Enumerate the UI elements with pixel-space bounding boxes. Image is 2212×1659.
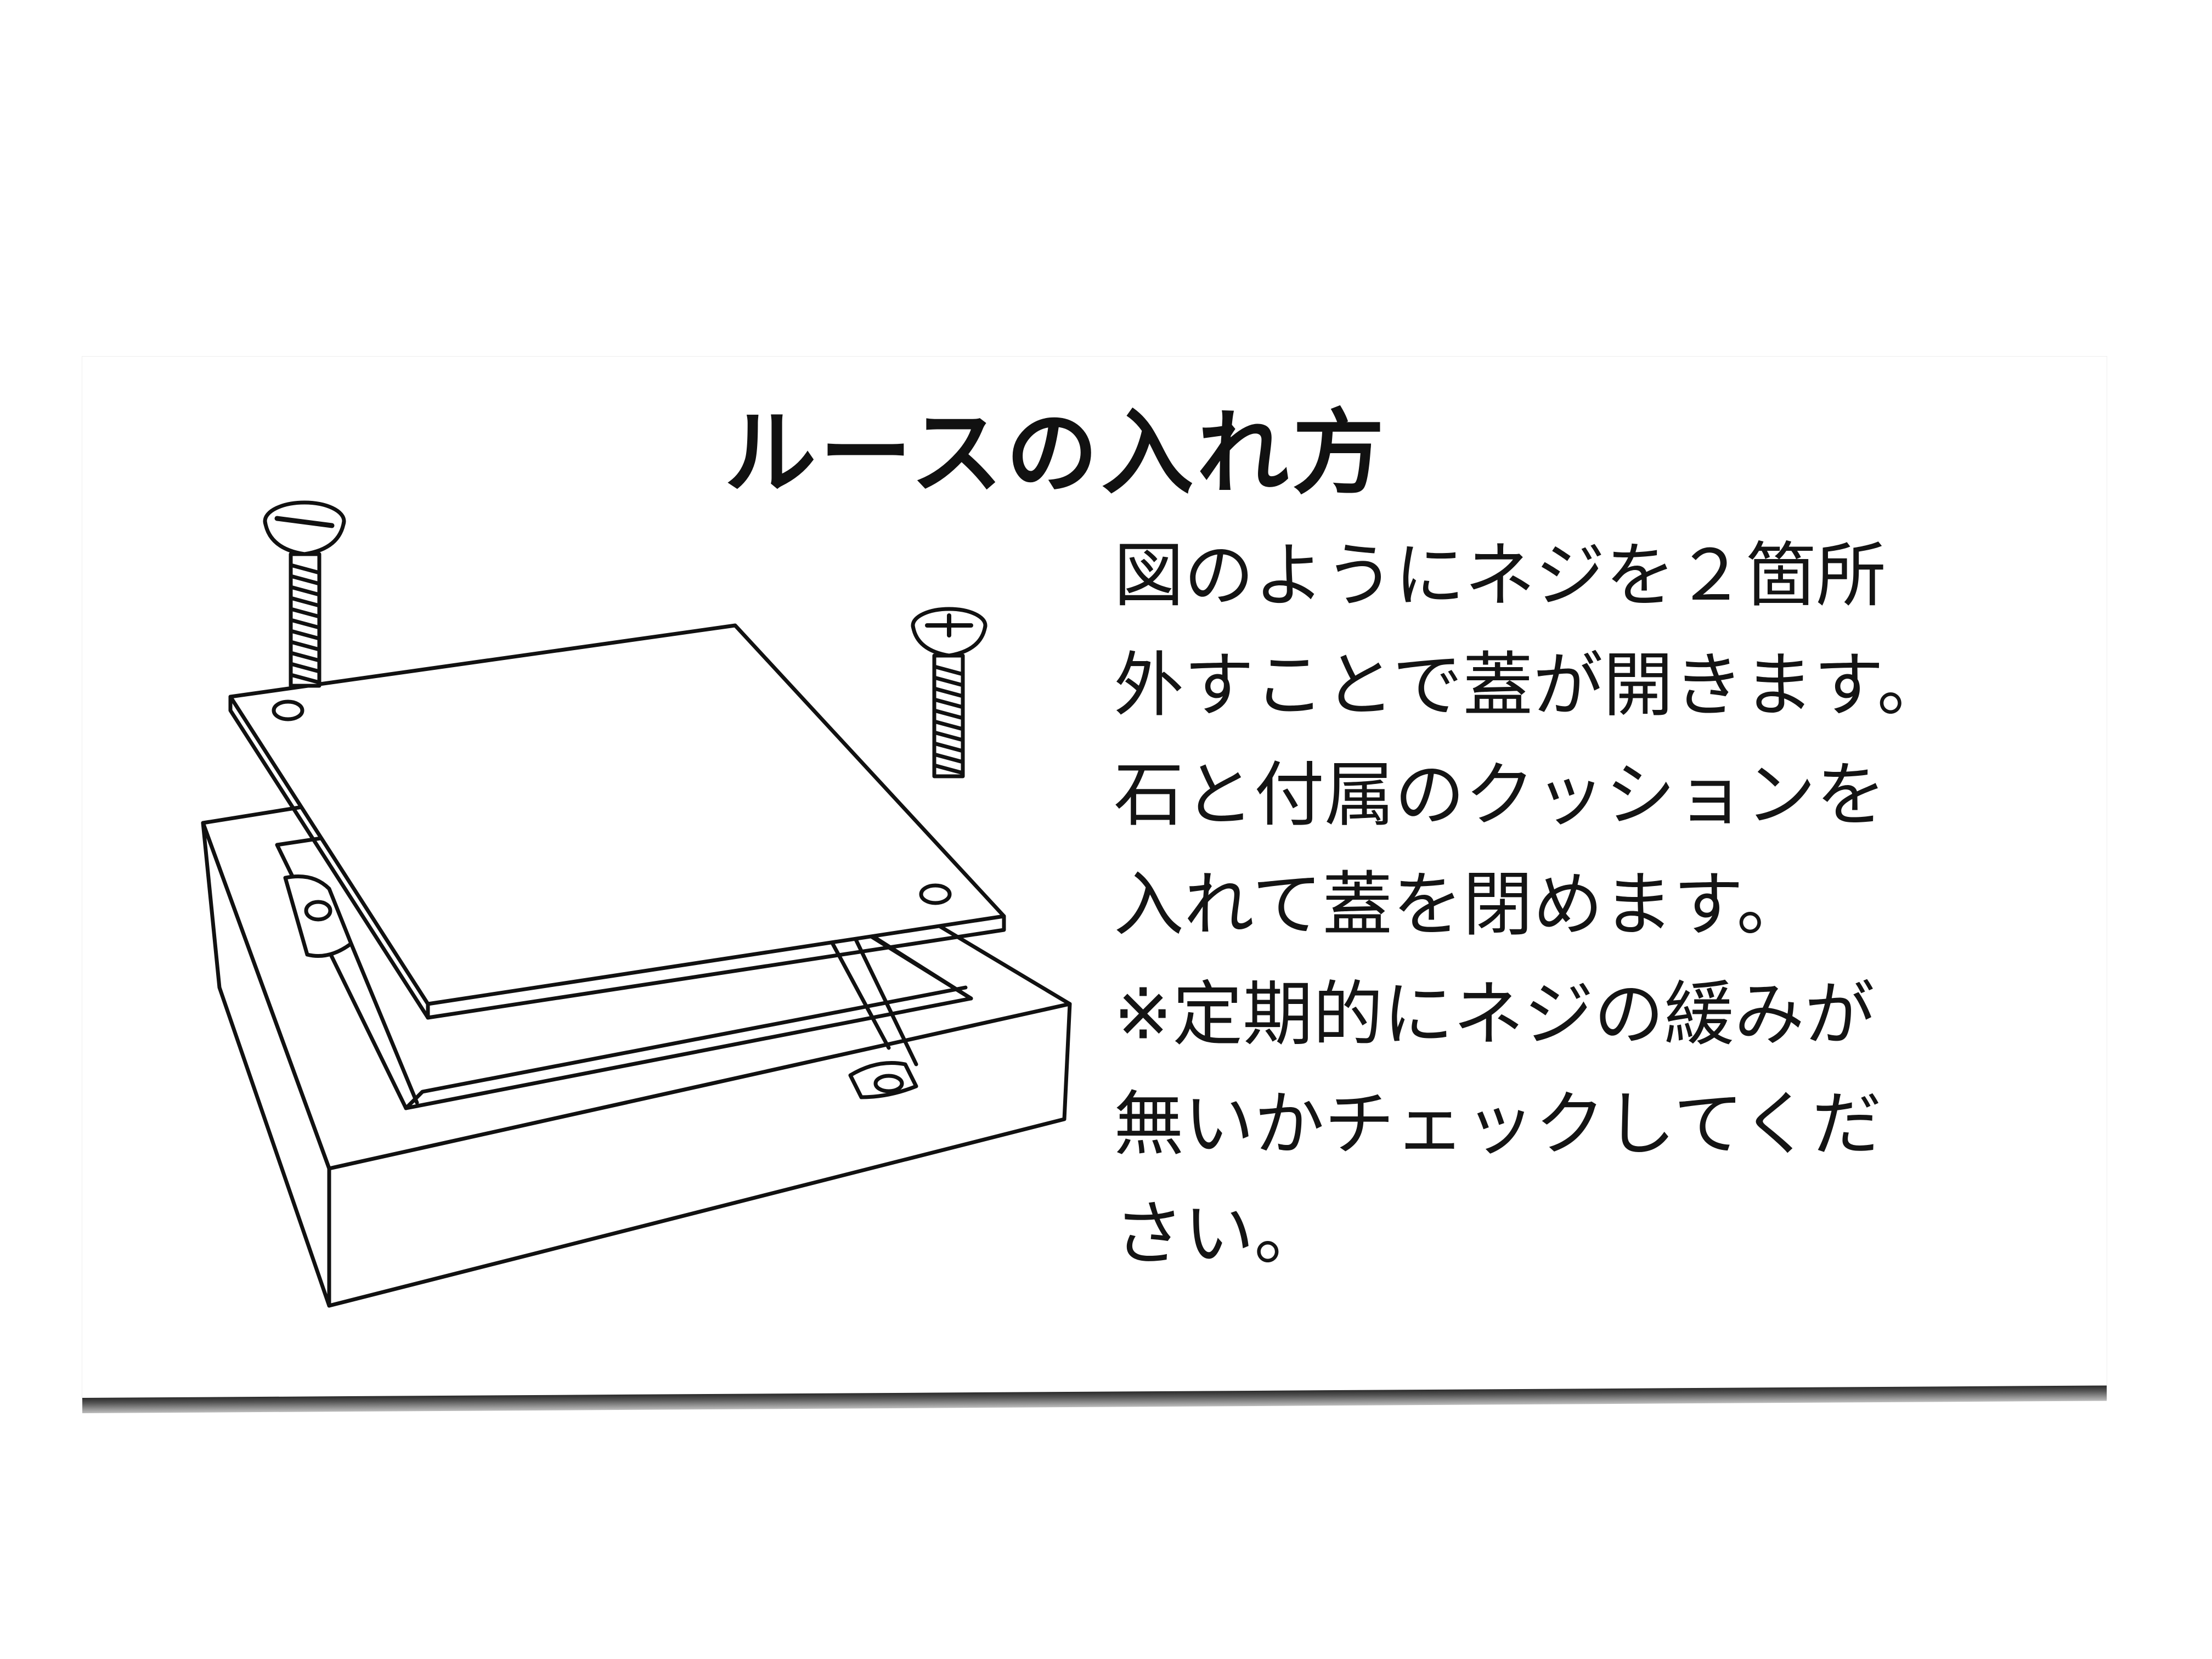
instruction-line: 無いかチェックしてくだ: [1114, 1084, 1882, 1165]
instruction-line: さい。: [1114, 1193, 1325, 1275]
screw-right-icon: [911, 607, 988, 778]
instruction-text: 図のようにネジを２箇所 外すことで蓋が開きます。 石と付属のクッションを 入れて…: [1114, 521, 2079, 1289]
lid-screw-hole-right: [919, 883, 952, 905]
box-lid: [228, 623, 1006, 1020]
instruction-line: ※定期的にネジの緩みが: [1114, 974, 1875, 1056]
box-assembly-illustration: [201, 500, 1072, 1308]
card-title: ルースの入れ方: [724, 399, 1388, 507]
lid-screw-hole-left: [272, 699, 304, 721]
screw-left-icon: [263, 500, 346, 688]
instruction-line: 石と付属のクッションを: [1114, 754, 1887, 836]
instruction-line: 外すことで蓋が開きます。: [1114, 645, 1948, 726]
instruction-line: 図のようにネジを２箇所: [1114, 535, 1887, 617]
instruction-line: 入れて蓋を閉めます。: [1114, 864, 1807, 946]
